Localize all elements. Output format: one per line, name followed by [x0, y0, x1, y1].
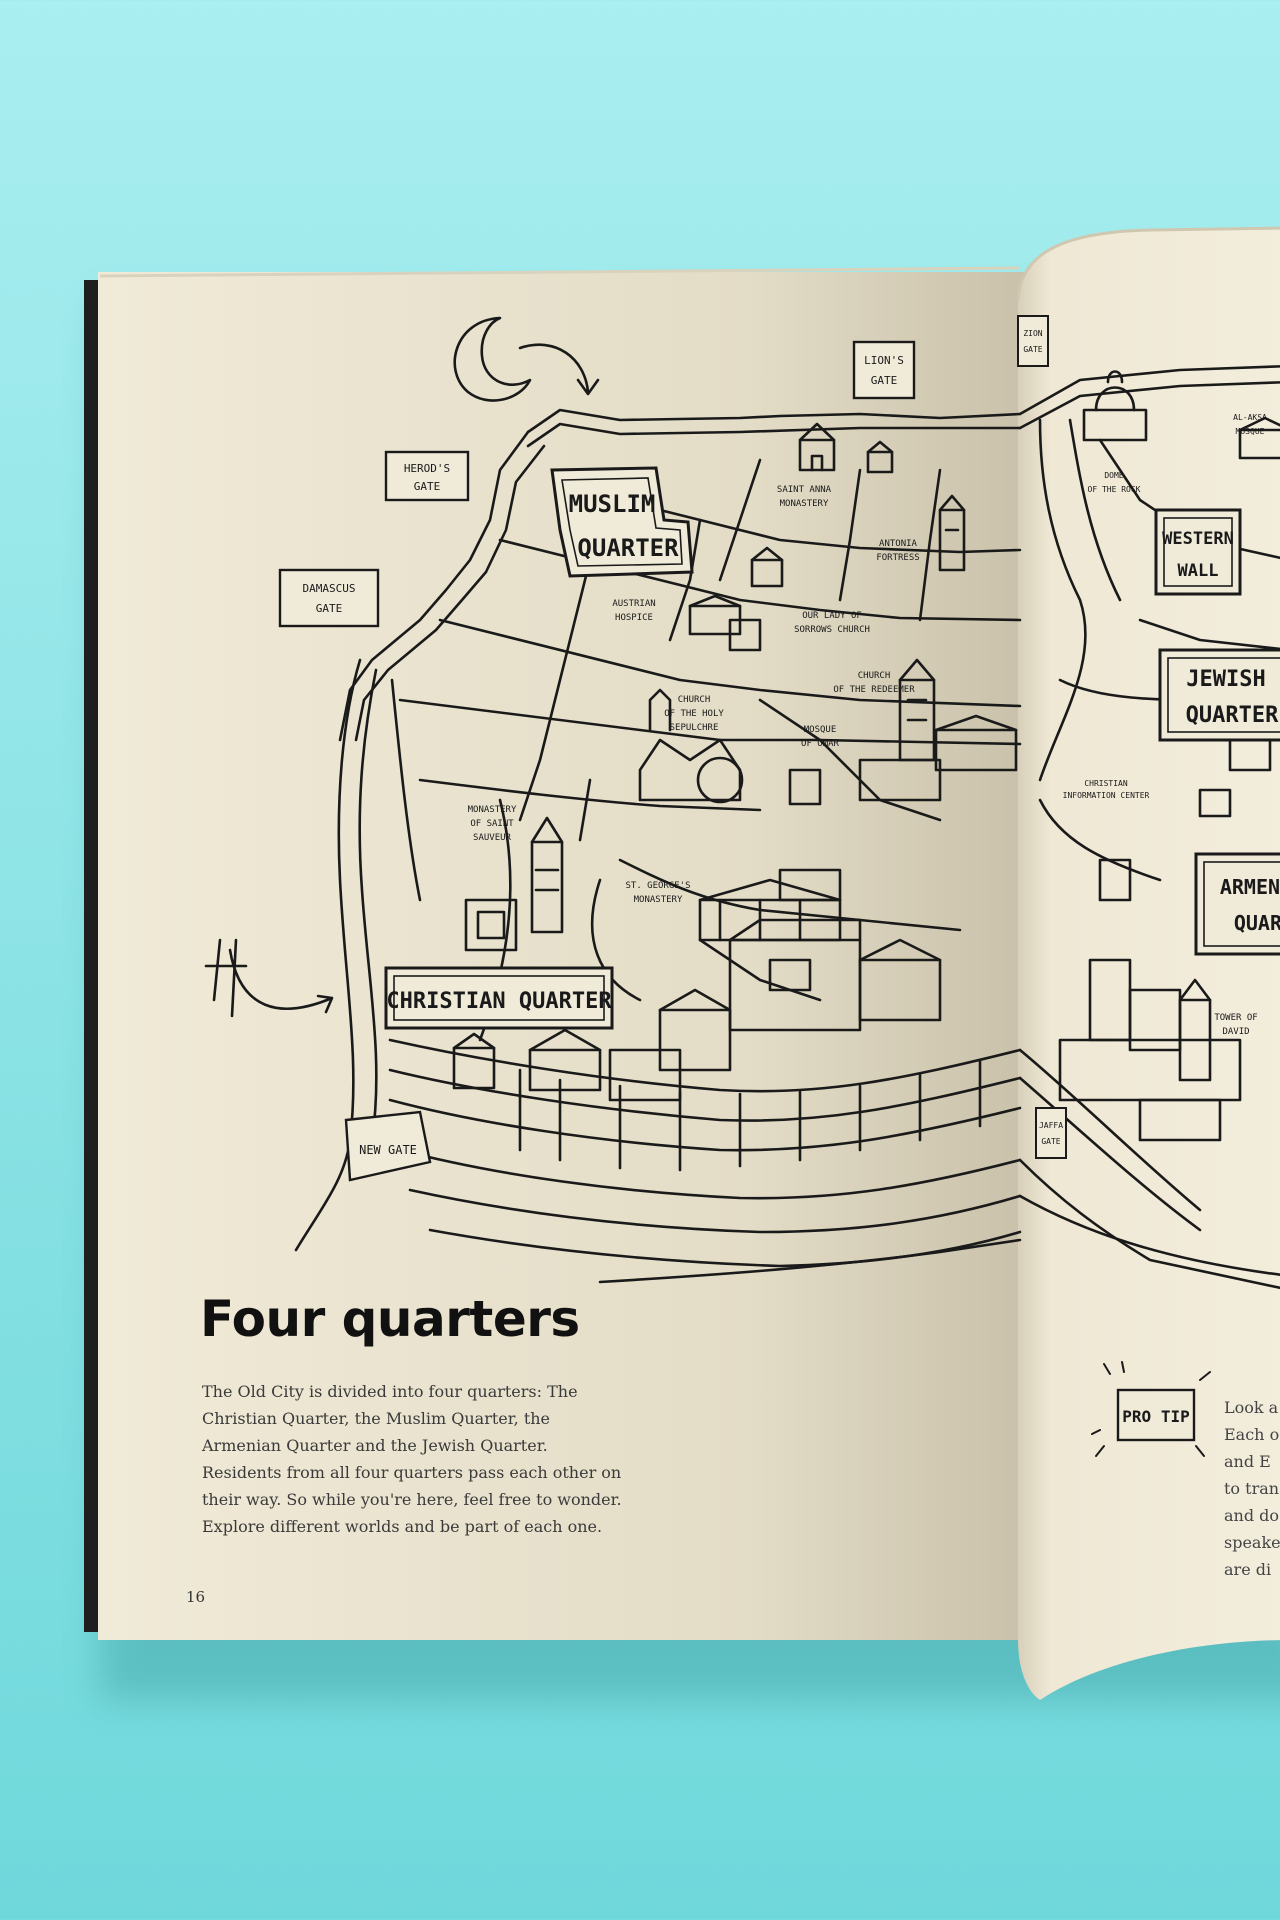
svg-text:OF THE ROCK: OF THE ROCK	[1088, 485, 1141, 494]
right-text-line: and E	[1224, 1452, 1271, 1471]
saint-anna-label: SAINT ANNA MONASTERY	[777, 485, 832, 509]
tower-david-label: TOWER OF DAVID	[1214, 1013, 1257, 1037]
lions-gate-label: LION'S GATE	[852, 340, 916, 400]
new-gate-label: NEW GATE	[344, 1110, 432, 1182]
mosque-omar-label: MOSQUE OF OMAR	[801, 725, 840, 749]
svg-text:GATE: GATE	[871, 374, 898, 387]
svg-text:AL-AKSA: AL-AKSA	[1233, 413, 1267, 422]
svg-text:DAMASCUS: DAMASCUS	[303, 582, 356, 595]
svg-text:GATE: GATE	[316, 602, 343, 615]
svg-text:JEWISH: JEWISH	[1186, 667, 1265, 692]
svg-text:GATE: GATE	[1041, 1137, 1060, 1146]
svg-text:SAINT ANNA: SAINT ANNA	[777, 485, 832, 495]
svg-text:DAVID: DAVID	[1222, 1027, 1249, 1037]
right-page	[1018, 228, 1280, 1700]
christian-info-label: CHRISTIAN INFORMATION CENTER	[1063, 779, 1150, 800]
svg-text:OF THE HOLY: OF THE HOLY	[664, 709, 724, 719]
svg-text:MONASTERY: MONASTERY	[468, 805, 517, 815]
pro-tip-badge: PRO TIP	[1091, 1361, 1211, 1457]
body-paragraph: The Old City is divided into four quarte…	[202, 1382, 622, 1536]
right-text-line: to tran	[1224, 1479, 1280, 1498]
building-sketches	[452, 422, 1018, 1102]
old-city-map	[204, 316, 1280, 1290]
austrian-hospice-label: AUSTRIAN HOSPICE	[612, 599, 655, 623]
svg-text:ANTONIA: ANTONIA	[879, 539, 918, 549]
svg-text:NEW GATE: NEW GATE	[359, 1143, 417, 1157]
svg-text:SEPULCHRE: SEPULCHRE	[670, 723, 719, 733]
svg-text:LION'S: LION'S	[864, 354, 904, 367]
western-wall-label: WESTERN WALL	[1154, 508, 1242, 596]
svg-text:MONASTERY: MONASTERY	[780, 499, 829, 509]
svg-text:ZION: ZION	[1023, 329, 1042, 338]
damascus-gate-label: DAMASCUS GATE	[278, 568, 380, 628]
crescent-moon-icon	[453, 316, 532, 402]
svg-text:OUR LADY OF: OUR LADY OF	[802, 611, 862, 621]
antonia-label: ANTONIA FORTRESS	[876, 539, 919, 563]
svg-text:GATE: GATE	[1023, 345, 1042, 354]
svg-text:MUSLIM: MUSLIM	[569, 490, 656, 518]
right-text-line: speake	[1224, 1533, 1280, 1552]
svg-text:QUARTER: QUARTER	[1234, 911, 1280, 935]
svg-text:CHURCH: CHURCH	[678, 695, 711, 705]
dome-rock-label: DOME OF THE ROCK	[1088, 471, 1141, 494]
svg-text:ST. GEORGE'S: ST. GEORGE'S	[625, 881, 690, 891]
svg-text:HOSPICE: HOSPICE	[615, 613, 653, 623]
right-page-text: Look a Each o and E to tran and do speak…	[1224, 1394, 1280, 1583]
al-aqsa-label: AL-AKSA MOSQUE	[1233, 413, 1267, 436]
herods-gate-label: HEROD'S GATE	[384, 450, 470, 502]
svg-text:CHRISTIAN: CHRISTIAN	[1084, 779, 1128, 788]
holy-sepulchre-label: CHURCH OF THE HOLY SEPULCHRE	[664, 695, 724, 733]
svg-text:QUARTER: QUARTER	[1186, 703, 1279, 728]
svg-text:TOWER OF: TOWER OF	[1214, 1013, 1257, 1023]
svg-text:ARMENIAN: ARMENIAN	[1220, 875, 1280, 899]
svg-text:PRO TIP: PRO TIP	[1122, 1407, 1189, 1426]
christian-quarter-label: CHRISTIAN QUARTER	[384, 966, 614, 1030]
right-text-line: are di	[1224, 1560, 1272, 1579]
redeemer-label: CHURCH OF THE REDEEMER	[833, 671, 915, 695]
svg-text:OF OMAR: OF OMAR	[801, 739, 840, 749]
svg-text:WESTERN: WESTERN	[1162, 529, 1234, 549]
svg-text:MOSQUE: MOSQUE	[804, 725, 837, 735]
page-number: 16	[186, 1588, 206, 1606]
svg-text:SORROWS CHURCH: SORROWS CHURCH	[794, 625, 870, 635]
right-text-line: and do	[1224, 1506, 1280, 1525]
svg-text:HEROD'S: HEROD'S	[404, 462, 450, 475]
svg-text:QUARTER: QUARTER	[577, 534, 679, 562]
st-georges-label: ST. GEORGE'S MONASTERY	[625, 881, 690, 905]
svg-text:OF THE REDEEMER: OF THE REDEEMER	[833, 685, 915, 695]
zion-gate-label: ZION GATE	[1017, 315, 1049, 367]
svg-text:AUSTRIAN: AUSTRIAN	[612, 599, 655, 609]
svg-text:MOSQUE: MOSQUE	[1236, 427, 1265, 436]
svg-text:MONASTERY: MONASTERY	[634, 895, 683, 905]
jaffa-gate-label: JAFFA GATE	[1035, 1107, 1067, 1159]
svg-text:OF SAINT: OF SAINT	[470, 819, 514, 829]
svg-text:DOME: DOME	[1104, 471, 1123, 480]
svg-text:GATE: GATE	[414, 480, 441, 493]
armenian-quarter-label: ARMENIAN QUARTER	[1194, 852, 1280, 956]
right-text-line: Look a	[1224, 1398, 1279, 1417]
saint-sauveur-label: MONASTERY OF SAINT SAUVEUR	[468, 805, 517, 843]
svg-text:SAUVEUR: SAUVEUR	[473, 833, 512, 843]
svg-text:WALL: WALL	[1178, 561, 1219, 581]
muslim-quarter-label: MUSLIM QUARTER	[550, 466, 694, 578]
map-labels: LION'S GATE HEROD'S GATE DAMASCUS GATE N…	[278, 315, 1280, 1182]
svg-text:JAFFA: JAFFA	[1039, 1121, 1063, 1130]
arrow-icon	[518, 343, 600, 396]
jewish-quarter-label: JEWISH QUARTER	[1158, 648, 1280, 742]
svg-text:CHURCH: CHURCH	[858, 671, 891, 681]
page-heading: Four quarters	[200, 1290, 580, 1348]
right-text-line: Each o	[1224, 1425, 1280, 1444]
svg-text:FORTRESS: FORTRESS	[876, 553, 919, 563]
svg-text:INFORMATION CENTER: INFORMATION CENTER	[1063, 791, 1150, 800]
svg-text:CHRISTIAN QUARTER: CHRISTIAN QUARTER	[386, 989, 612, 1014]
our-lady-label: OUR LADY OF SORROWS CHURCH	[794, 611, 870, 635]
